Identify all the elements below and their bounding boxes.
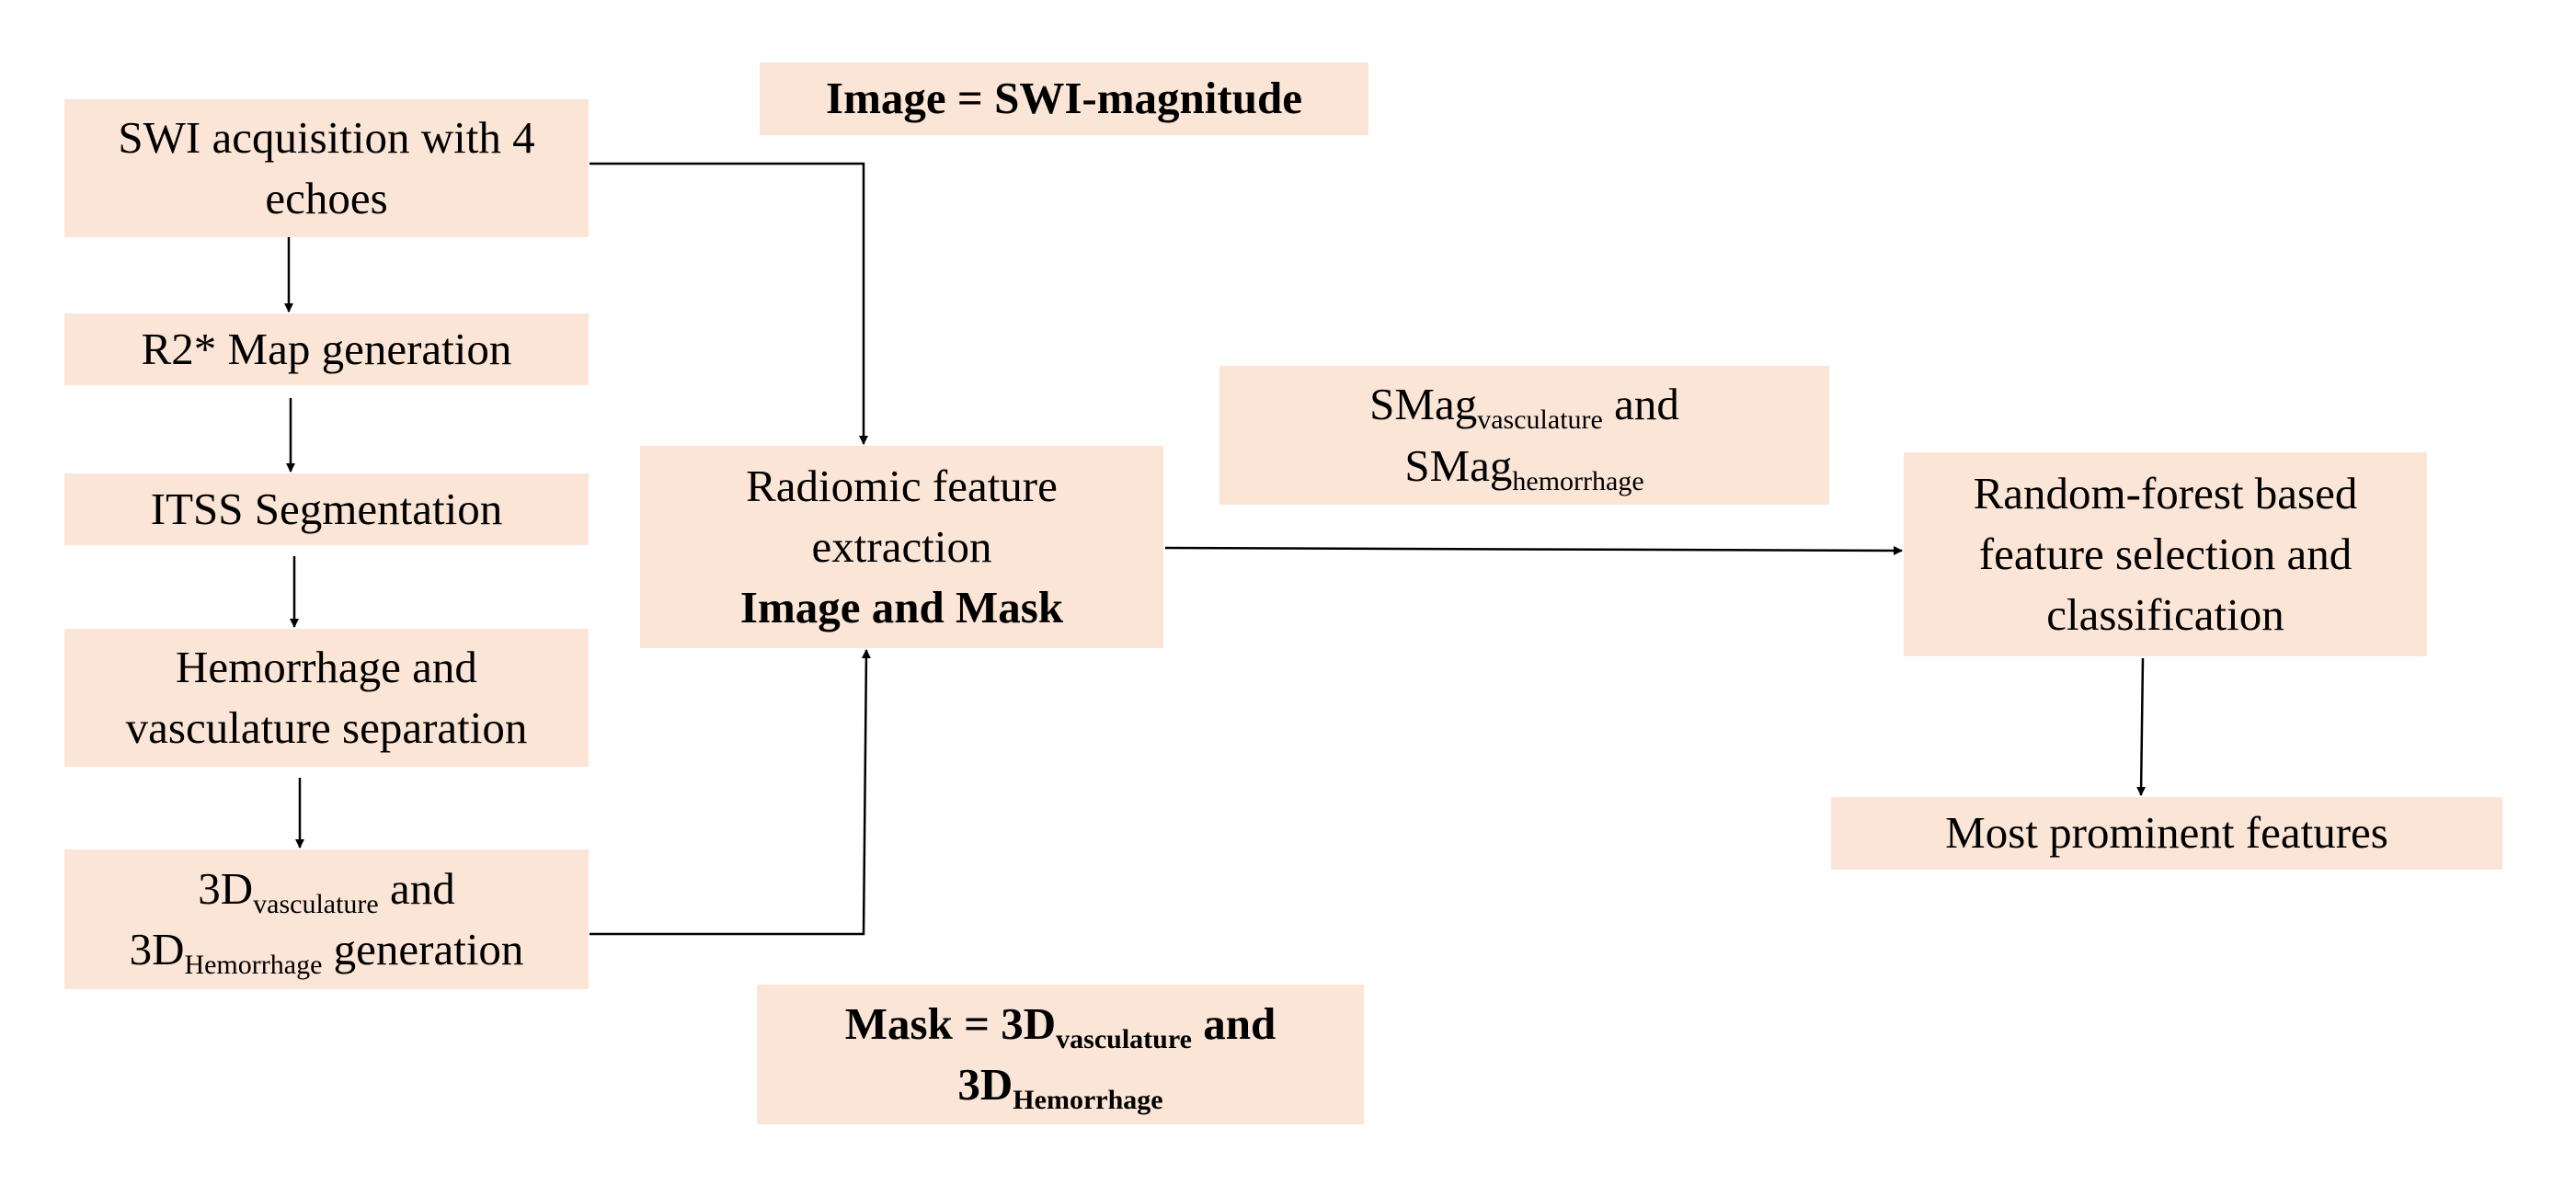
3d-tail: generation [322, 924, 524, 974]
sep-line2: vasculature separation [125, 702, 528, 753]
random-forest-box: Random-forest based feature selection and… [1904, 452, 2427, 656]
smag-sub1: vasculature [1477, 404, 1603, 436]
rf-line3: classification [2046, 589, 2284, 641]
radiomic-line2: extraction [811, 520, 992, 572]
smag-base1: SMag [1369, 379, 1478, 430]
arrow-rf-to-prominent [2136, 657, 2147, 796]
arrow-3d-to-radiomic [590, 649, 871, 936]
image-label: Image = SWI-magnitude [826, 73, 1302, 124]
arrow-radiomic-to-rf [1164, 545, 1903, 555]
mask-sub2: Hemorrhage [1013, 1085, 1163, 1115]
itss-segmentation-box: ITSS Segmentation [64, 473, 589, 545]
separation-box: Hemorrhage and vasculature separation [64, 629, 589, 767]
mask-definition-box: Mask = 3Dvasculature and 3DHemorrhage [757, 985, 1364, 1124]
prominent-label: Most prominent features [1945, 807, 2388, 859]
smag-and: and [1602, 379, 1679, 430]
swi-line1: SWI acquisition with 4 [118, 111, 535, 163]
3d-and: and [378, 862, 455, 914]
sep-line1: Hemorrhage and [176, 641, 477, 692]
radiomic-line3: Image and Mask [739, 582, 1064, 633]
itss-label: ITSS Segmentation [150, 483, 503, 534]
rf-line2: feature selection and [1978, 528, 2353, 579]
smag-box: SMagvasculature and SMaghemorrhage [1219, 366, 1829, 505]
r2-map-box: R2* Map generation [64, 313, 589, 385]
3d-base1: 3D [198, 862, 254, 914]
radiomic-line1: Radiomic feature [746, 460, 1058, 511]
swi-acquisition-box: SWI acquisition with 4 echoes [64, 99, 589, 237]
smag-base2: SMag [1404, 439, 1513, 491]
prominent-features-box: Most prominent features [1831, 797, 2502, 870]
mask-sub1: vasculature [1056, 1023, 1192, 1054]
3d-base2: 3D [129, 924, 185, 974]
r2-label: R2* Map generation [141, 323, 512, 374]
arrow-swi-to-radiomic [590, 162, 868, 445]
3d-sub2: Hemorrhage [184, 950, 323, 980]
mask-prefix: Mask = 3D [844, 997, 1057, 1049]
rf-line1: Random-forest based [1973, 467, 2358, 518]
mask-base2: 3D [957, 1059, 1013, 1110]
3d-sub1: vasculature [253, 888, 379, 919]
smag-sub2: hemorrhage [1512, 465, 1644, 496]
3d-generation-box: 3Dvasculature and 3DHemorrhage generatio… [64, 849, 589, 989]
mask-and: and [1191, 997, 1277, 1049]
swi-line2: echoes [265, 173, 388, 223]
image-definition-box: Image = SWI-magnitude [760, 63, 1368, 135]
